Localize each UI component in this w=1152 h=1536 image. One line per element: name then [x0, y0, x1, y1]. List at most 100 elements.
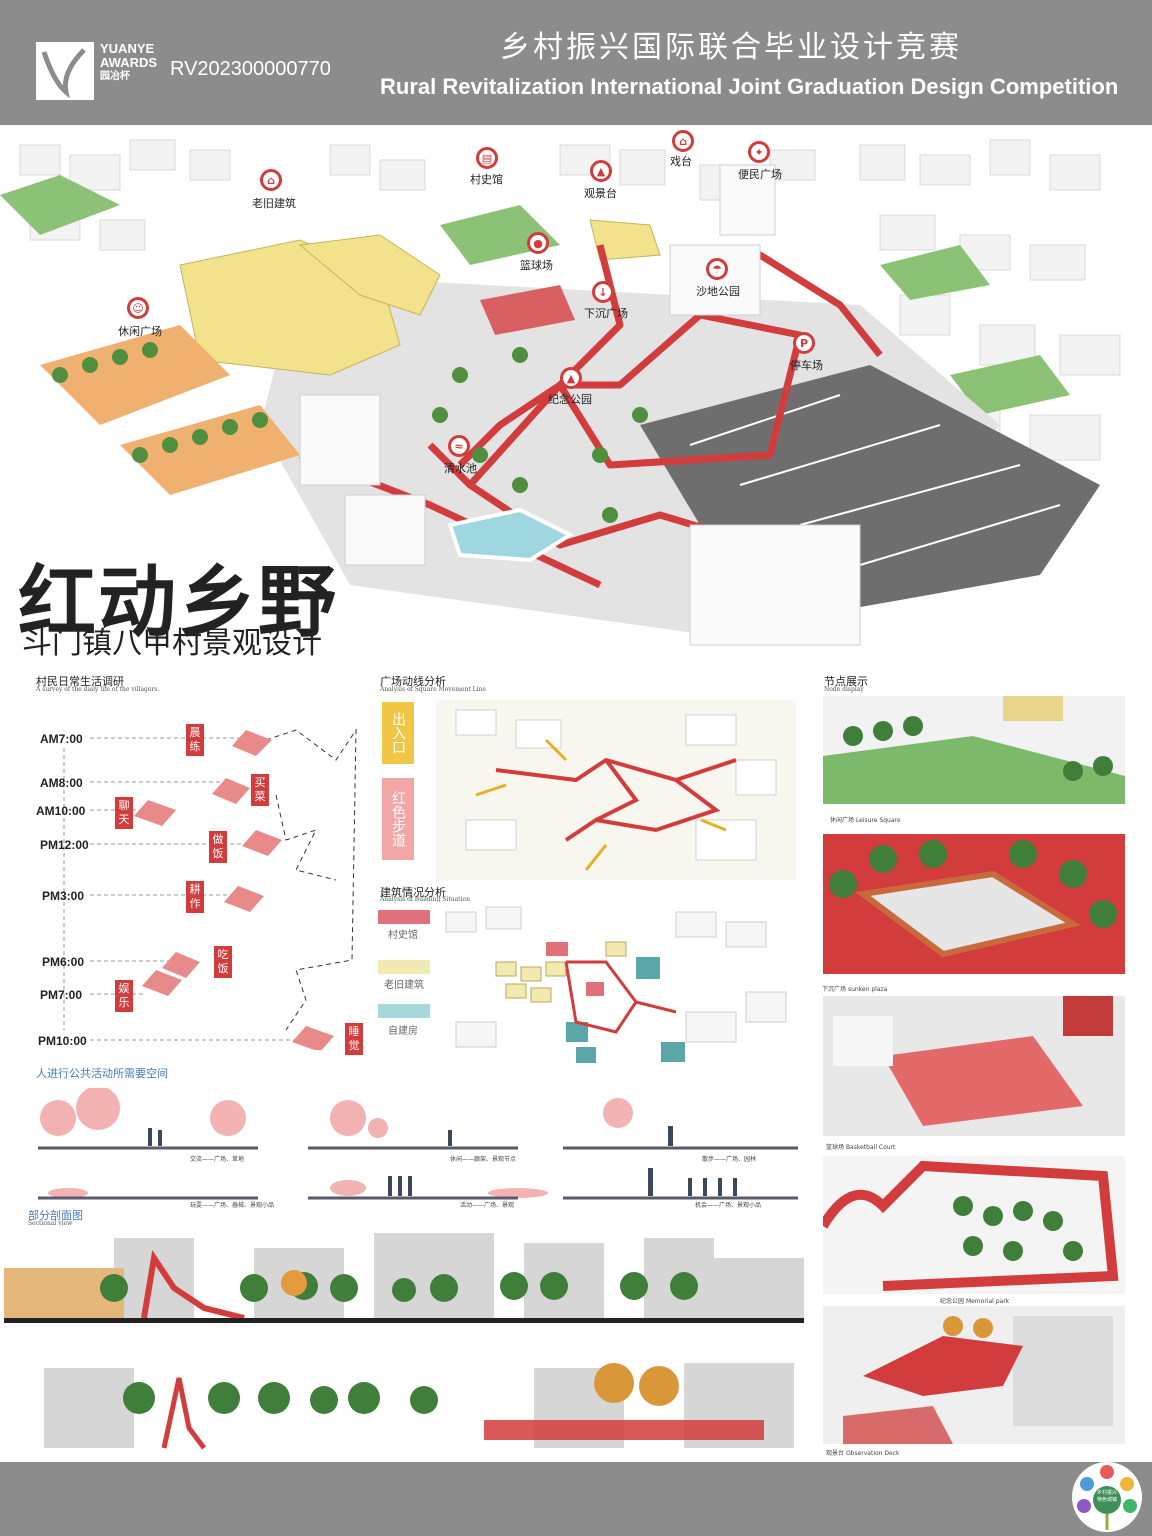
parking-lot-pin-icon: P [793, 332, 815, 354]
time-label: PM12:00 [40, 838, 89, 852]
map-label-basketball-court: 篮球场 [520, 259, 553, 272]
legend-old-building-swatch [378, 960, 430, 974]
node-caption-sunken-plaza: 下沉广场 sunken plaza [822, 984, 887, 993]
node-panel-basketball-court [823, 996, 1125, 1136]
node-caption-cn: 纪念公园 [940, 1298, 965, 1305]
aerial-illustration [0, 125, 1152, 665]
map-label-leisure-square: 休闲广场 [118, 325, 162, 338]
village-history-museum-pin-icon: ▤ [476, 147, 498, 169]
legend-self-built-label: 自建房 [388, 1026, 418, 1037]
space-diagrams [38, 1088, 798, 1200]
activity-entertainment: 娱乐 [115, 980, 133, 1012]
node-panel-leisure-square [823, 696, 1125, 804]
section-subtitle: Sectional view [28, 1220, 73, 1227]
activity-eating: 吃饭 [214, 946, 232, 978]
activity-sleep: 睡觉 [345, 1023, 363, 1055]
node-caption-cn: 休闲广场 [830, 817, 855, 824]
yuanye-logo [36, 42, 94, 100]
legend-red-trail-label: 红色步道 [390, 791, 406, 847]
movement-title: 广场动线分析 [380, 675, 446, 688]
movement-diagram [436, 700, 796, 880]
movement-subtitle: Analysis of Square Movement Line [380, 686, 486, 693]
old-building-pin-icon: ⌂ [260, 169, 282, 191]
node-caption-en: Leisure Square [855, 817, 901, 824]
space-caption: 机会——广场、景观小品 [695, 1202, 762, 1209]
registration-id: RV202300000770 [170, 58, 331, 80]
node-panel-memorial-park [818, 1156, 1125, 1294]
node-caption-en: Basketball Court [845, 1144, 896, 1151]
nodes-title: 节点展示 [824, 675, 868, 688]
node-image [823, 1306, 1125, 1444]
node-caption-basketball-court: 篮球场 Basketball Court [826, 1142, 895, 1151]
logo-line: 园冶杯 [100, 71, 130, 82]
space-caption: 散步——广场、园林 [702, 1156, 757, 1163]
space-caption: 交流——广场、草地 [190, 1156, 245, 1163]
time-label: AM7:00 [40, 732, 83, 746]
logo-swoosh-icon [41, 48, 86, 99]
node-caption-en: sunken plaza [847, 986, 888, 993]
aerial-master-plan: ⌂ 老旧建筑 ▤ 村史馆 ▲ 观景台 ⌂ 戏台 ✦ 便民广场 ● 篮球场 ☂ 沙… [0, 125, 1152, 665]
time-label: PM10:00 [38, 1034, 87, 1048]
time-label: PM7:00 [40, 988, 83, 1002]
map-label-sunken-plaza: 下沉广场 [584, 307, 628, 320]
viewing-deck-pin-icon: ▲ [590, 160, 612, 182]
space-title: 人进行公共活动所需要空间 [36, 1067, 168, 1080]
building-diagram [436, 902, 796, 1072]
sunken-plaza-pin-icon: ↓ [592, 281, 614, 303]
legend-history-museum-swatch [378, 910, 430, 924]
building-subtitle: Analysis of Building Situation [380, 896, 470, 903]
time-label: AM8:00 [40, 776, 83, 790]
footer-bar [0, 1462, 1152, 1536]
node-caption-cn: 篮球场 [826, 1144, 845, 1151]
badge-icon [1077, 1465, 1137, 1530]
badge-text: 乡村振兴 特色城镇 [1096, 1490, 1118, 1504]
sand-park-pin-icon: ☂ [706, 258, 728, 280]
node-panel-sunken-plaza [823, 834, 1125, 974]
competition-title-cn: 乡村振兴国际联合毕业设计竞赛 [500, 30, 962, 65]
map-label-parking-lot: 停车场 [790, 359, 823, 372]
legend-self-built-swatch [378, 1004, 430, 1018]
header-bar [0, 0, 1152, 125]
nodes-subtitle: Node display [824, 686, 864, 693]
node-caption-en: Memorial park [965, 1298, 1010, 1305]
competition-title-en: Rural Revitalization International Joint… [380, 74, 1119, 99]
section-title: 部分剖面图 [28, 1209, 83, 1222]
basketball-court-pin-icon: ● [527, 232, 549, 254]
time-label: PM6:00 [42, 955, 85, 969]
node-caption-memorial-park: 纪念公园 Memorial park [940, 1296, 1009, 1305]
logo-text: YUANYE AWARDS 园冶杯 [100, 42, 157, 84]
node-image [823, 834, 1125, 974]
space-caption: 玩耍——广场、器械、景观小品 [190, 1202, 275, 1209]
node-caption-cn: 下沉广场 [822, 986, 847, 993]
activity-buy-groceries: 买菜 [251, 774, 269, 806]
map-label-stage: 戏台 [670, 155, 692, 168]
map-label-sand-park: 沙地公园 [696, 285, 740, 298]
time-label: PM3:00 [42, 889, 85, 903]
legend-entrance: 出入口 [382, 702, 414, 764]
legend-red-trail: 红色步道 [382, 778, 414, 860]
activity-morning-exercise: 晨练 [186, 724, 204, 756]
building-title: 建筑情况分析 [380, 886, 446, 899]
section-drawings [4, 1233, 804, 1450]
legend-entrance-label: 出入口 [390, 712, 406, 754]
map-label-viewing-deck: 观景台 [584, 187, 617, 200]
node-image [823, 996, 1125, 1136]
badge-line: 乡村振兴 [1096, 1490, 1117, 1496]
space-caption: 活动——广场、景观 [460, 1202, 515, 1209]
time-label: AM10:00 [36, 804, 86, 818]
node-caption-observation-deck: 观景台 Observation Deck [826, 1448, 899, 1457]
clear-pool-pin-icon: ≈ [448, 435, 470, 457]
activity-chat: 聊天 [115, 797, 133, 829]
logo-line: AWARDS [100, 55, 158, 70]
logo-line: YUANYE [100, 41, 155, 56]
survey-subtitle: A survey of the daily life of the villag… [36, 686, 160, 693]
node-image [823, 696, 1125, 804]
node-image [818, 1156, 1125, 1294]
node-caption-en: Observation Deck [845, 1450, 900, 1457]
stage-pin-icon: ⌂ [672, 130, 694, 152]
map-label-convenience-square: 便民广场 [738, 168, 782, 181]
project-subtitle: 斗门镇八甲村景观设计 [22, 626, 322, 661]
memorial-park-pin-icon: ▲ [560, 367, 582, 389]
survey-title: 村民日常生活调研 [36, 675, 124, 688]
leisure-square-pin-icon: ☺ [127, 297, 149, 319]
